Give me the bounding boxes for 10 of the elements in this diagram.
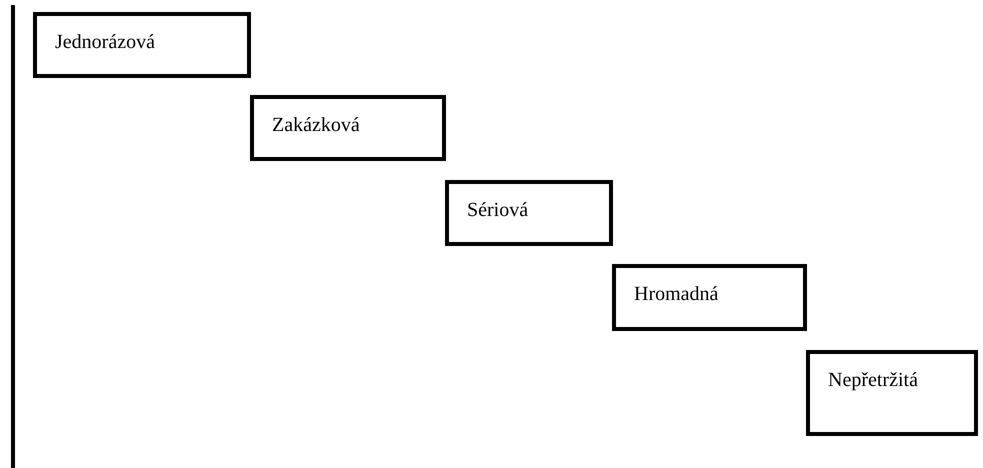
process-box — [33, 12, 251, 78]
process-box — [250, 95, 446, 161]
process-box — [612, 264, 807, 331]
process-box — [445, 180, 613, 246]
box-label: Hromadná — [634, 282, 720, 306]
box-label: Nepřetržitá — [828, 368, 919, 392]
box-label: Jednorázová — [55, 30, 156, 54]
box-label: Sériová — [467, 198, 530, 222]
box-label: Zakázková — [272, 113, 361, 137]
process-box — [806, 350, 978, 436]
